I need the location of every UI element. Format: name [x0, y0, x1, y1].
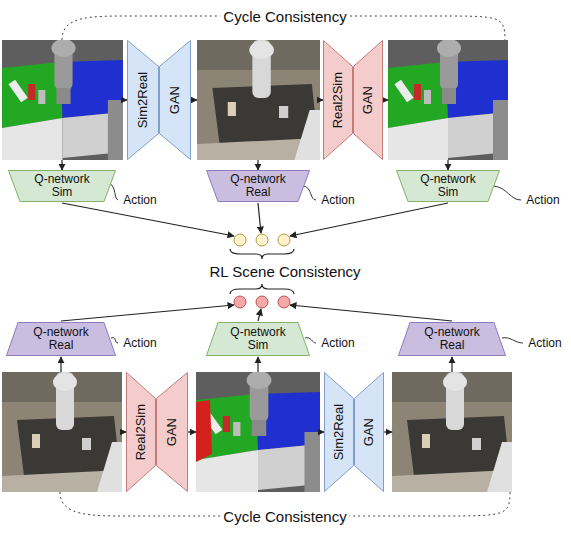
network-label: Q-network Sim — [415, 173, 481, 199]
block-label: Sim2Real — [136, 72, 150, 128]
text-label: Action — [525, 336, 564, 350]
block-label: GAN — [165, 418, 179, 446]
action-label: Action — [525, 336, 564, 350]
block-shape — [325, 373, 354, 492]
sim-image — [196, 371, 320, 492]
text-label: Action — [523, 193, 562, 207]
block-shape — [354, 41, 383, 160]
text-label: Cycle Consistency — [220, 8, 349, 25]
block-label: GAN — [361, 86, 375, 114]
real-image — [392, 372, 512, 492]
block-shape — [157, 373, 188, 492]
action-label: Action — [523, 193, 562, 207]
flow-arrows — [61, 100, 452, 432]
q-network-block: Q-network Sim — [206, 322, 310, 356]
gan-block: GAN — [353, 40, 383, 160]
gan-block: GAN — [354, 372, 384, 492]
block-label: Real2Sim — [134, 404, 148, 460]
q-network-block: Q-network Real — [398, 322, 506, 356]
block-shape — [9, 171, 116, 202]
block-shape — [397, 171, 500, 202]
network-label: Q-network Real — [419, 326, 485, 352]
brace — [230, 284, 294, 294]
network-label: Q-network Sim — [225, 326, 291, 352]
block-label: Real2Sim — [331, 72, 345, 128]
block-shape — [128, 41, 159, 160]
network-label: Q-network Real — [225, 173, 291, 199]
consistency-label: Cycle Consistency — [220, 508, 349, 525]
block-shape — [207, 171, 310, 202]
block-label: GAN — [362, 418, 376, 446]
block-label: Sim2Real — [332, 404, 346, 460]
text-label: RL Scene Consistency — [206, 263, 363, 280]
text-label: Action — [318, 336, 357, 350]
block-shape — [399, 323, 506, 356]
real-image — [2, 372, 122, 492]
sim-image — [388, 39, 508, 160]
action-label: Action — [120, 336, 159, 350]
q-network-block: Q-network Sim — [8, 170, 116, 202]
block-shape — [160, 41, 191, 160]
q-network-block: Q-network Real — [6, 322, 116, 356]
text-label: Action — [120, 193, 159, 207]
gan-block: GAN — [156, 372, 188, 492]
yellow-circles — [234, 234, 290, 246]
leader-line — [110, 184, 523, 343]
gan-block: Real2Sim — [126, 372, 156, 492]
gan-block: GAN — [159, 40, 191, 160]
text-label: Cycle Consistency — [220, 508, 349, 525]
consistency-label: Cycle Consistency — [220, 8, 349, 25]
gan-block: Sim2Real — [324, 372, 354, 492]
real-image — [197, 40, 320, 160]
q-network-block: Q-network Real — [206, 170, 310, 202]
consistency-label: RL Scene Consistency — [206, 263, 363, 280]
gan-block: Real2Sim — [323, 40, 353, 160]
action-label: Action — [318, 336, 357, 350]
q-network-block: Q-network Sim — [396, 170, 500, 202]
block-shape — [355, 373, 384, 492]
text-label: Action — [120, 336, 159, 350]
sim-image — [2, 39, 123, 160]
block-shape — [7, 323, 116, 356]
block-shape — [324, 41, 353, 160]
gan-block: Sim2Real — [127, 40, 159, 160]
action-label: Action — [318, 193, 357, 207]
block-label: GAN — [168, 86, 182, 114]
action-label: Action — [120, 193, 159, 207]
text-label: Action — [318, 193, 357, 207]
network-label: Q-network Sim — [29, 173, 95, 199]
red-circles — [234, 296, 290, 308]
block-shape — [207, 323, 310, 356]
brace — [230, 249, 294, 259]
network-label: Q-network Real — [28, 326, 94, 352]
block-shape — [127, 373, 156, 492]
red-bin — [196, 400, 212, 462]
